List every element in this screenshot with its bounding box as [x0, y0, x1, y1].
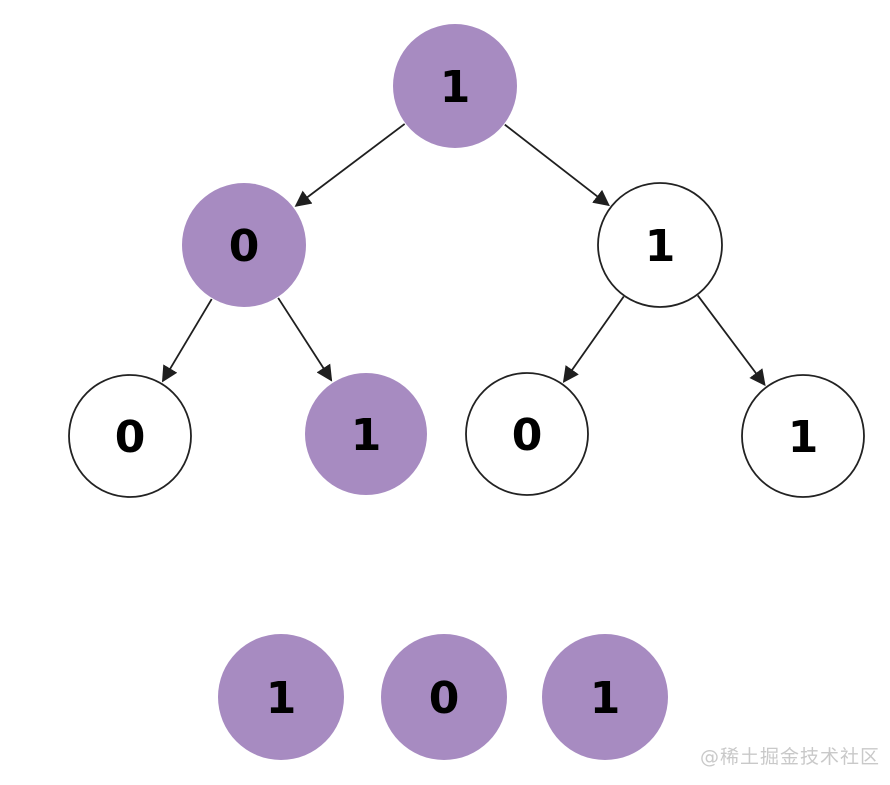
node-label: 0: [429, 673, 460, 724]
edge-arrow: [697, 294, 766, 387]
node-circle: [465, 372, 589, 496]
node-circle-highlighted: [381, 634, 507, 760]
node-circle-highlighted: [542, 634, 668, 760]
edge-arrow: [277, 297, 333, 382]
edge-arrow: [294, 123, 406, 207]
tree-node-right-right: 1: [741, 374, 865, 498]
node-label: 1: [440, 62, 471, 113]
tree-node-right: 1: [597, 182, 723, 308]
tree-edges: [161, 123, 766, 387]
edge-arrow: [504, 123, 610, 207]
tree-node-right-left: 0: [465, 372, 589, 496]
node-label: 0: [512, 410, 543, 461]
node-label: 0: [229, 221, 260, 272]
result-node-2: 1: [542, 634, 668, 760]
result-row: 1 0 1: [218, 634, 668, 760]
watermark: @稀土掘金技术社区: [699, 746, 880, 768]
node-label: 1: [266, 673, 297, 724]
tree-node-left: 0: [182, 183, 306, 307]
node-label: 1: [788, 412, 819, 463]
node-label: 1: [590, 673, 621, 724]
result-node-0: 1: [218, 634, 344, 760]
edge-arrow: [161, 298, 213, 383]
tree-node-left-right: 1: [305, 373, 427, 495]
node-label: 1: [351, 410, 382, 461]
node-circle-highlighted: [305, 373, 427, 495]
tree-node-left-left: 0: [68, 374, 192, 498]
node-circle-highlighted: [218, 634, 344, 760]
node-label: 0: [115, 412, 146, 463]
edge-arrow: [562, 296, 625, 383]
node-circle-highlighted: [182, 183, 306, 307]
node-circle: [597, 182, 723, 308]
tree-node-root: 1: [393, 24, 517, 148]
node-label: 1: [645, 221, 676, 272]
tree-nodes: 1 0 1 0 1 0 1: [68, 24, 865, 498]
node-circle: [68, 374, 192, 498]
node-circle: [741, 374, 865, 498]
node-circle-highlighted: [393, 24, 517, 148]
result-node-1: 0: [381, 634, 507, 760]
